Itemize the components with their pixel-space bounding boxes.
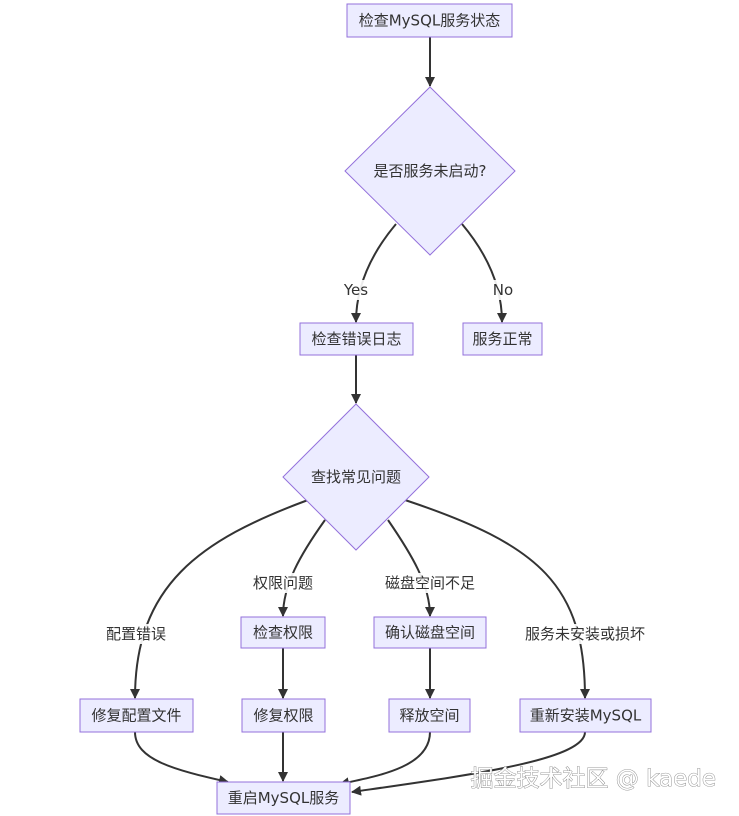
node-free-space-label: 释放空间 <box>399 707 459 725</box>
edge-label-yes: Yes <box>343 281 368 299</box>
node-confirm-disk: 确认磁盘空间 <box>373 616 487 649</box>
node-check-log-label: 检查错误日志 <box>311 330 401 348</box>
node-find-issues-label: 查找常见问题 <box>311 468 401 486</box>
edge-disk-low <box>387 519 435 617</box>
node-fix-perm: 修复权限 <box>241 698 326 733</box>
node-service-ok: 服务正常 <box>462 322 543 356</box>
node-check-log: 检查错误日志 <box>299 322 414 356</box>
edge-label-perm-issue: 权限问题 <box>253 574 313 592</box>
node-service-ok-label: 服务正常 <box>472 330 532 348</box>
node-fix-perm-label: 修复权限 <box>253 707 313 725</box>
node-check-perm-label: 检查权限 <box>253 624 313 642</box>
edge-label-config-error-group: 配置错误 <box>100 624 172 644</box>
node-check-status-label: 检查MySQL服务状态 <box>359 12 501 30</box>
edge-label-perm-issue-group: 权限问题 <box>247 573 319 593</box>
node-not-started-label: 是否服务未启动? <box>374 162 487 180</box>
edge-free-to-restart <box>339 731 431 788</box>
node-confirm-disk-label: 确认磁盘空间 <box>385 624 475 642</box>
edge-label-not-installed: 服务未安装或损坏 <box>525 625 645 643</box>
node-check-perm: 检查权限 <box>240 616 326 649</box>
edge-label-no: No <box>493 281 513 299</box>
edge-label-config-error: 配置错误 <box>106 625 166 643</box>
edge-fix-config-to-restart <box>134 731 229 785</box>
edge-label-not-installed-group: 服务未安装或损坏 <box>518 624 652 644</box>
node-restart-label: 重启MySQL服务 <box>228 789 340 807</box>
edge-not-installed <box>404 499 590 699</box>
edge-yes <box>351 223 397 323</box>
node-find-issues-decision: 查找常见问题 <box>282 403 430 551</box>
node-not-started-decision: 是否服务未启动? <box>344 86 516 256</box>
node-fix-config-label: 修复配置文件 <box>91 707 181 725</box>
node-free-space: 释放空间 <box>388 698 471 733</box>
edge-label-yes-group: Yes <box>337 280 375 300</box>
edge-reinstall-to-restart <box>351 731 586 796</box>
node-check-status: 检查MySQL服务状态 <box>346 3 513 38</box>
edge-no <box>461 223 507 323</box>
node-reinstall-label: 重新安装MySQL <box>530 707 642 725</box>
edge-label-no-group: No <box>487 280 519 300</box>
edge-label-disk-low: 磁盘空间不足 <box>385 574 475 592</box>
watermark-text: 掘金技术社区 @ kaede <box>470 766 716 792</box>
edge-config-error <box>130 499 309 699</box>
edge-perm-issue <box>278 519 326 617</box>
node-reinstall: 重新安装MySQL <box>519 698 652 733</box>
node-fix-config: 修复配置文件 <box>79 698 194 733</box>
node-restart: 重启MySQL服务 <box>216 781 351 815</box>
edge-label-disk-low-group: 磁盘空间不足 <box>378 573 482 593</box>
